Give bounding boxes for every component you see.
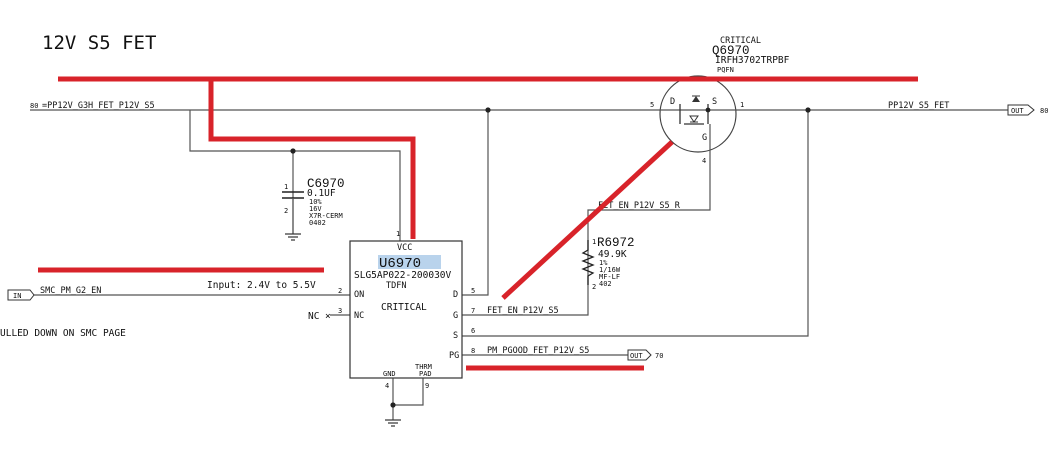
ground-symbol bbox=[385, 419, 401, 427]
ic-ref: U6970 bbox=[379, 256, 421, 272]
fet-g-pin-num: 4 bbox=[702, 157, 706, 165]
ic-package: TDFN bbox=[386, 281, 406, 291]
ic-pin-nc-num: 3 bbox=[338, 307, 342, 315]
input-range-note: Input: 2.4V to 5.5V bbox=[207, 280, 316, 291]
fet-d-pin-num: 5 bbox=[650, 101, 654, 109]
cap-dielectric: X7R-CERM bbox=[309, 212, 343, 220]
ic-pin-d-num: 5 bbox=[471, 287, 475, 295]
ic-pin-g-name: G bbox=[453, 311, 458, 321]
fet-en-r-net-label: FET_EN_P12V_S5_R bbox=[598, 201, 681, 211]
s-pin-wire bbox=[462, 110, 809, 337]
nc-x-mark: × bbox=[325, 311, 331, 322]
fet-critical: CRITICAL bbox=[720, 36, 761, 46]
smc-in-port-label: IN bbox=[13, 292, 21, 300]
markup-red-line bbox=[501, 140, 674, 300]
ic-pin-on-num: 2 bbox=[338, 287, 342, 295]
gnd-thrm-wire bbox=[392, 378, 424, 406]
input-net-label: =PP12V_G3H_FET_P12V_S5 bbox=[42, 101, 155, 111]
res-power: 1/16W bbox=[599, 266, 621, 274]
resistor-r6972 bbox=[581, 240, 595, 285]
cap-pin2: 2 bbox=[284, 207, 288, 215]
fet-ref: Q6970 bbox=[712, 44, 750, 58]
fet-package: PQFN bbox=[717, 66, 734, 74]
ic-gnd-pin-num: 4 bbox=[385, 382, 389, 390]
fet-part: IRFH3702TRPBF bbox=[715, 55, 790, 66]
vcc-wire bbox=[189, 110, 401, 242]
pgood-out-port-flag bbox=[627, 349, 652, 361]
ic-pad-label: PAD bbox=[419, 370, 432, 378]
ic-vcc-label: VCC bbox=[397, 243, 412, 253]
cap-package: 0402 bbox=[309, 219, 326, 227]
ic-pin-s-num: 6 bbox=[471, 327, 475, 335]
nc-label: NC bbox=[308, 311, 319, 322]
markup-red-path bbox=[208, 79, 416, 239]
smc-net-label: SMC_PM_G2_EN bbox=[40, 286, 101, 296]
ic-pin-s-name: S bbox=[453, 331, 458, 341]
ic-pin-pg-num: 8 bbox=[471, 347, 475, 355]
pulled-down-note: ULLED DOWN ON SMC PAGE bbox=[0, 328, 126, 339]
ic-pin-g-num: 7 bbox=[471, 307, 475, 315]
ic-pin-pg-name: PG bbox=[449, 351, 459, 361]
res-ref: R6972 bbox=[597, 236, 635, 250]
res-tol: 1% bbox=[599, 259, 608, 267]
output-page-ref: 80 bbox=[1040, 107, 1048, 115]
pgood-out-port-label: OUT bbox=[630, 352, 643, 360]
cap-tol: 10% bbox=[309, 198, 322, 206]
junction-dot bbox=[805, 107, 811, 113]
cap-value: 0.1UF bbox=[307, 188, 336, 199]
res-type: MF-LF bbox=[599, 273, 620, 281]
fet-s-label: S bbox=[712, 97, 717, 107]
res-pin1: 1 bbox=[592, 238, 596, 246]
cap-voltage: 16V bbox=[309, 205, 322, 213]
fet-s-pin-num: 1 bbox=[740, 101, 744, 109]
cap-ref: C6970 bbox=[307, 177, 345, 191]
ic-pin-d-name: D bbox=[453, 290, 458, 300]
ic-thrm-pin-num: 9 bbox=[425, 382, 429, 390]
input-page-ref: 80 bbox=[30, 102, 38, 110]
output-port-label: OUT bbox=[1011, 107, 1024, 115]
capacitor-c6970 bbox=[282, 191, 304, 241]
mosfet-q6970 bbox=[659, 75, 737, 160]
junction-dot bbox=[485, 107, 491, 113]
junction-dot bbox=[390, 402, 396, 408]
ic-pin-on-name: ON bbox=[354, 290, 364, 300]
ic-critical: CRITICAL bbox=[381, 302, 427, 313]
res-pin2: 2 bbox=[592, 283, 596, 291]
smc-in-port-flag bbox=[7, 289, 35, 301]
cap-pin1: 1 bbox=[284, 183, 288, 191]
res-value: 49.9K bbox=[598, 249, 627, 260]
d-pin-wire bbox=[462, 110, 489, 296]
ic-pin-nc-name: NC bbox=[354, 311, 364, 321]
ic-part: SLG5AP022-200030V bbox=[354, 270, 452, 281]
pgood-page-ref: 70 bbox=[655, 352, 663, 360]
ic-gnd-label: GND bbox=[383, 370, 396, 378]
gate-wire bbox=[462, 160, 711, 316]
ic-vcc-pin-num: 1 bbox=[396, 230, 400, 238]
sheet-title: 12V S5 FET bbox=[42, 32, 156, 54]
fet-en-net-label: FET_EN_P12V_S5 bbox=[487, 306, 559, 316]
output-net-label: PP12V_S5_FET bbox=[888, 101, 949, 111]
output-port-flag bbox=[1007, 104, 1035, 116]
fet-g-label: G bbox=[702, 133, 707, 143]
ic-thrm-label: THRM bbox=[415, 363, 432, 371]
ic-ref-highlight bbox=[378, 255, 441, 269]
fet-d-label: D bbox=[670, 97, 675, 107]
pgood-net-label: PM_PGOOD_FET_P12V_S5 bbox=[487, 346, 589, 356]
res-package: 402 bbox=[599, 280, 612, 288]
junction-dot bbox=[290, 148, 296, 154]
